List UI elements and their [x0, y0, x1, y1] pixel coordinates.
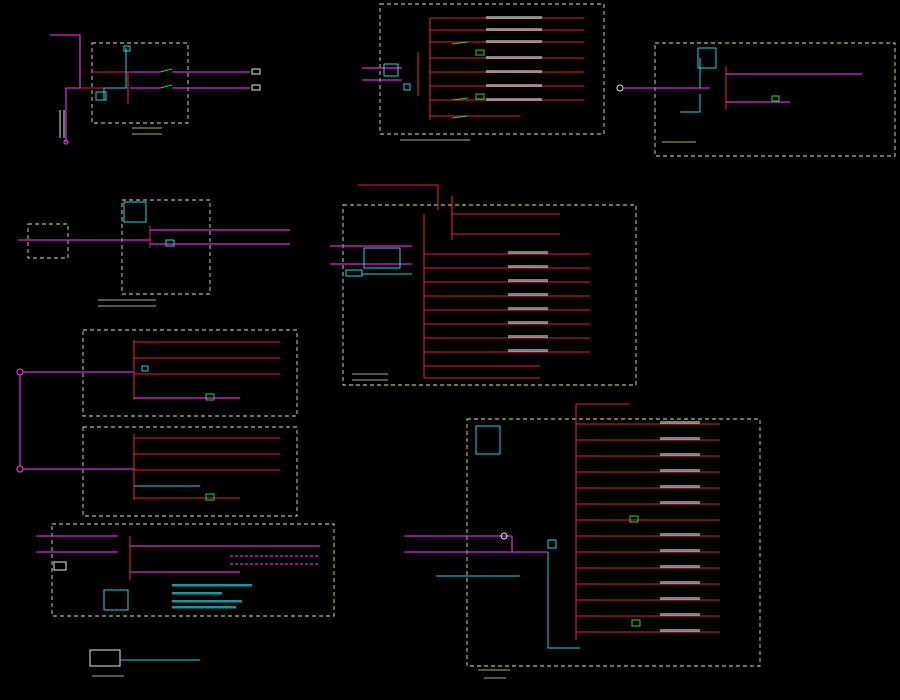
panel-ap9-tie-line: [511, 536, 548, 553]
panel-ap9-tie-point: [500, 532, 508, 540]
panel-ap4-caption-lines: [98, 299, 156, 307]
panel-ap2-incoming-line: [362, 67, 402, 81]
panel-ap1-vertical-note: [59, 110, 65, 138]
panel-ap9-feeder-labels: [660, 421, 700, 632]
panel-ap8-meter-table: [103, 589, 129, 611]
panel-ap5-caption-lines: [352, 373, 388, 381]
panel-ap2-meter-2: [475, 93, 485, 100]
panel-ap1-meter: [95, 91, 107, 101]
panel-ap2-atse: [383, 63, 399, 77]
panel-ap7[interactable]: [16, 426, 298, 517]
panel-ap4-relay: [165, 239, 175, 247]
panel-ap9-meter-table: [475, 425, 501, 455]
panel-ap3-meter-table: [697, 47, 717, 69]
panel-ap9-incoming-line: [575, 403, 630, 640]
panel-ap7-meter: [205, 493, 215, 501]
panel-ap6[interactable]: [16, 329, 298, 466]
panel-ap3-source-terminal: [616, 84, 624, 92]
panel-ap1-terminal: [63, 139, 69, 145]
panel-ap5-feeders: [424, 213, 590, 379]
panel-ap1-border: [91, 42, 189, 124]
panel-ap6-relay: [141, 365, 149, 372]
panel-ap5-incoming-2: [330, 245, 412, 265]
panel-ap4-meter-table: [123, 201, 147, 223]
panel-ap4[interactable]: [18, 199, 290, 307]
panel-ap9-meter-2: [631, 619, 641, 627]
panel-ap9-control-line: [436, 552, 580, 649]
panel-ap6-feeders: [134, 341, 280, 375]
panel-ap2-relay: [403, 83, 411, 91]
panel-ap1-bus: [80, 71, 130, 104]
panel-ap8-transfer-box: [53, 561, 67, 571]
panel-ap9-relay: [547, 539, 557, 549]
panel-ap5-atse: [363, 247, 401, 269]
panel-ap9-meter-1: [629, 515, 639, 523]
panel-ap9[interactable]: [404, 403, 761, 679]
panel-ap1-load-1: [251, 68, 261, 75]
panel-ap1[interactable]: [50, 34, 261, 145]
panel-ap5-feeder-labels: [508, 251, 548, 352]
panel-ap7-border: [82, 426, 298, 517]
panel-ap8[interactable]: [36, 523, 335, 617]
panel-ap3-control-line: [680, 58, 701, 113]
panel-ap1-load-2: [251, 84, 261, 91]
panel-ap2-breakers: [451, 41, 469, 119]
panel-ap2-feeder-labels: [486, 16, 542, 101]
panel-ap9-border: [466, 418, 761, 667]
panel-ap10-border: [89, 649, 121, 667]
panel-ap4-sub-border: [27, 223, 69, 259]
panel-ap9-feeders: [576, 423, 720, 633]
panel-ap1-relay: [123, 45, 131, 52]
panel-ap9-caption-lines: [478, 669, 510, 679]
panel-ap3-meter: [771, 95, 780, 102]
panel-ap9-incoming-2: [404, 535, 512, 553]
panel-ap2[interactable]: [362, 3, 605, 141]
panel-ap5-border: [342, 204, 637, 386]
panel-ap10[interactable]: [89, 649, 200, 677]
panel-ap2-bus: [417, 18, 431, 120]
panel-ap5-control-box: [345, 269, 363, 277]
panel-ap8-incoming-line: [36, 535, 118, 553]
panel-ap1-control-line: [103, 48, 127, 100]
panel-ap2-feeders: [430, 17, 584, 117]
panel-ap5-main-bus: [423, 196, 453, 378]
panel-ap6-meter: [205, 393, 215, 401]
panel-ap8-border: [51, 523, 335, 617]
panel-ap7-source-terminal: [16, 465, 24, 473]
panel-ap3-border: [654, 42, 896, 157]
panel-ap8-notes: [172, 584, 252, 609]
panel-ap1-incoming-line: [50, 34, 81, 142]
panel-ap2-border: [379, 3, 605, 135]
panel-ap4-border: [121, 199, 211, 295]
panel-ap6-border: [82, 329, 298, 417]
panel-ap2-meter-1: [475, 49, 485, 56]
panel-ap1-breakers: [159, 68, 173, 89]
panel-ap7-feeders: [134, 437, 280, 471]
panel-ap6-source-terminal: [16, 368, 24, 376]
panel-ap6-incoming-line: [19, 371, 134, 466]
panel-ap8-dashed-feeders: [230, 555, 320, 565]
panel-ap5-incoming-line: [358, 184, 439, 210]
panel-ap5[interactable]: [330, 184, 637, 386]
panel-ap1-caption-lines: [132, 127, 162, 135]
panel-ap3[interactable]: [616, 42, 896, 157]
